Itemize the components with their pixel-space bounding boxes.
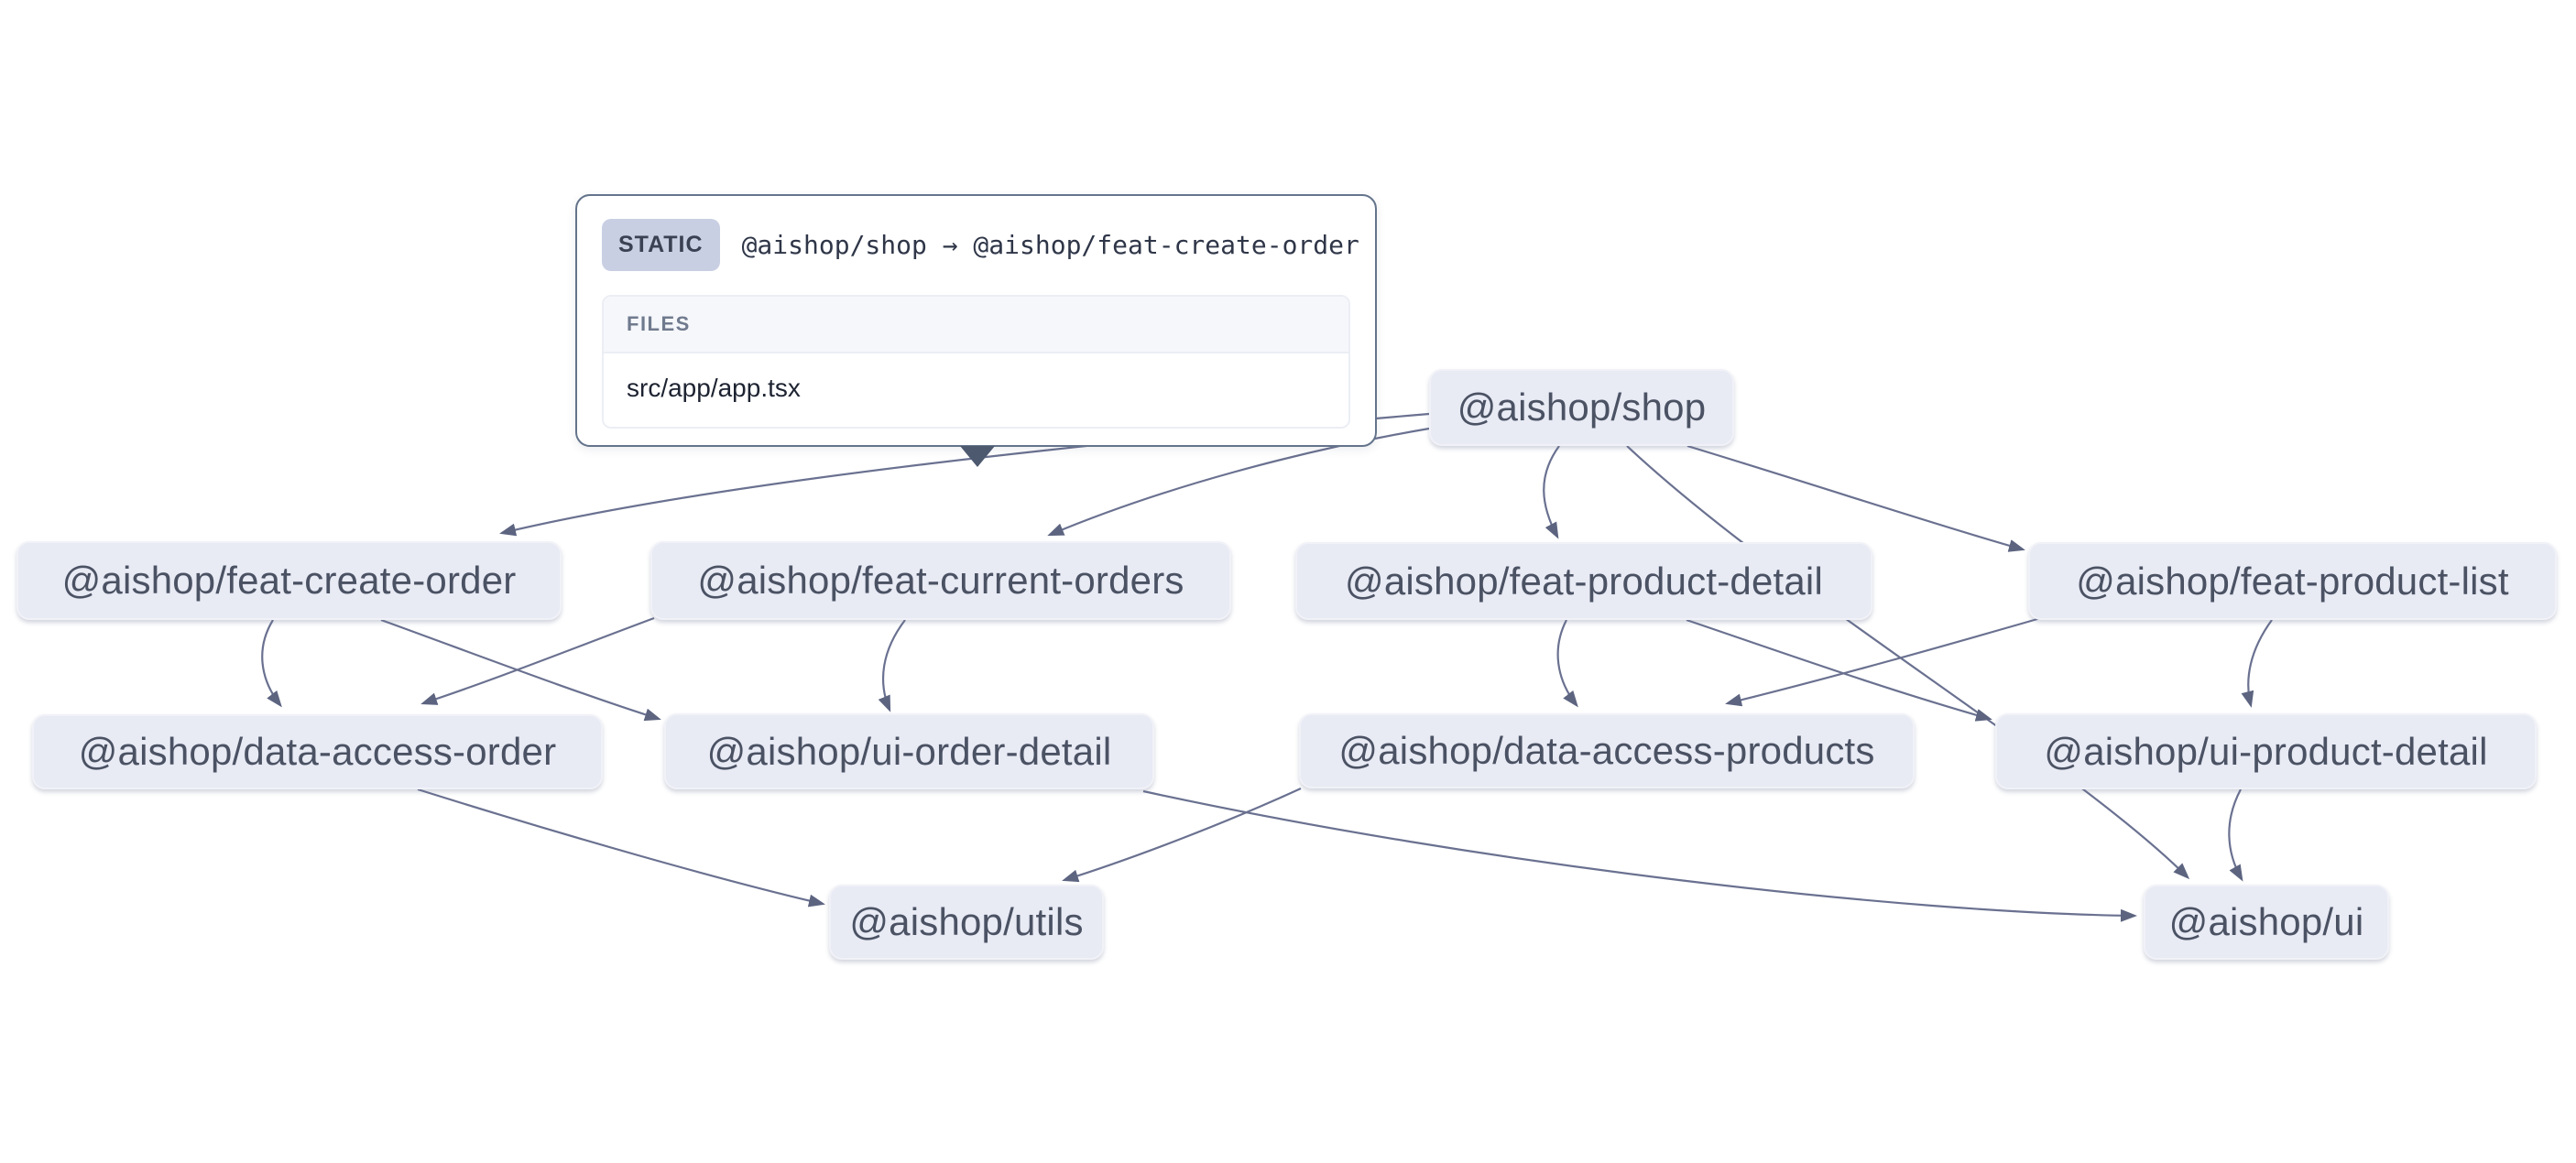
graph-node-ui-order-detail[interactable]: @aishop/ui-order-detail [664, 713, 1154, 789]
edge-feat-current-orders-ui-order-detail[interactable] [878, 619, 906, 712]
graph-node-data-access-order[interactable]: @aishop/data-access-order [32, 714, 603, 789]
edge-feat-create-order-ui-order-detail[interactable] [380, 618, 661, 722]
edge-shop-feat-current-orders[interactable] [1047, 427, 1430, 537]
edge-type-badge: STATIC [602, 219, 720, 271]
graph-node-ui[interactable]: @aishop/ui [2144, 885, 2389, 960]
edge-shop-feat-product-list[interactable] [1686, 444, 2025, 552]
tooltip-caret [960, 446, 995, 467]
graph-node-utils[interactable]: @aishop/utils [829, 885, 1104, 960]
edge-title: @aishop/shop → @aishop/feat-create-order [741, 230, 1359, 260]
graph-node-feat-create-order[interactable]: @aishop/feat-create-order [16, 541, 562, 620]
graph-node-ui-product-detail[interactable]: @aishop/ui-product-detail [1995, 713, 2537, 789]
graph-node-feat-product-detail[interactable]: @aishop/feat-product-detail [1295, 542, 1872, 620]
edge-feat-current-orders-data-access-order[interactable] [420, 616, 655, 705]
edge-tooltip: STATIC @aishop/shop → @aishop/feat-creat… [575, 194, 1377, 447]
edge-feat-create-order-data-access-order[interactable] [261, 619, 282, 708]
tooltip-header: STATIC @aishop/shop → @aishop/feat-creat… [577, 196, 1375, 271]
graph-node-feat-product-list[interactable]: @aishop/feat-product-list [2028, 542, 2557, 620]
graph-node-data-access-products[interactable]: @aishop/data-access-products [1299, 713, 1915, 788]
edge-feat-product-list-data-access-products[interactable] [1725, 614, 2051, 707]
edge-feat-product-detail-ui-product-detail[interactable] [1686, 618, 1992, 722]
edge-shop-ui[interactable] [1626, 445, 2190, 880]
edge-feat-product-detail-data-access-products[interactable] [1556, 619, 1578, 708]
edge-ui-product-detail-ui[interactable] [2228, 788, 2243, 882]
files-panel: FILES src/app/app.tsx [602, 295, 1350, 429]
graph-node-feat-current-orders[interactable]: @aishop/feat-current-orders [650, 541, 1231, 620]
file-row[interactable]: src/app/app.tsx [604, 353, 1348, 427]
graph-node-shop[interactable]: @aishop/shop [1429, 369, 1734, 446]
files-heading: FILES [604, 297, 1348, 353]
edge-ui-order-detail-ui[interactable] [1142, 789, 2137, 922]
edge-shop-feat-product-detail[interactable] [1543, 445, 1560, 539]
edge-feat-product-list-ui-product-detail[interactable] [2241, 619, 2273, 708]
edge-data-access-order-utils[interactable] [417, 788, 825, 908]
edge-data-access-products-utils[interactable] [1062, 788, 1302, 883]
